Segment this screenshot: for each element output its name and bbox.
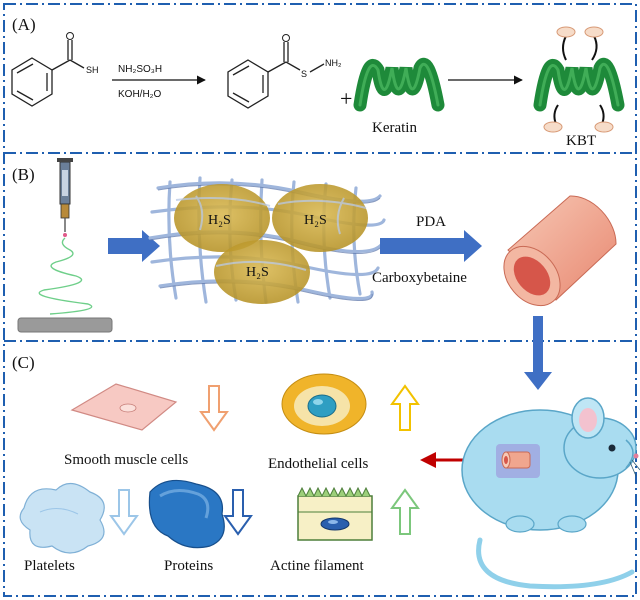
kbt-structure	[533, 26, 625, 133]
electrospun-jet	[38, 237, 93, 315]
proteins-down-arrow-icon	[223, 489, 253, 536]
reagent-top: NH₂SO₃H	[118, 64, 162, 75]
h2s-blob-3	[214, 240, 310, 304]
h2s-label-1: H₂S	[208, 213, 231, 228]
keratin-label: Keratin	[372, 120, 417, 136]
arrow-to-mouse	[524, 316, 552, 390]
arrow-to-scaffold	[108, 230, 160, 262]
endothelial-cell-icon	[281, 373, 367, 435]
panel-a: (A) SH NH₂SO₃H KOH/H₂O	[11, 15, 625, 149]
panel-a-label: (A)	[12, 15, 36, 34]
panel-b-label: (B)	[12, 165, 35, 184]
smooth-muscle-cell-icon	[70, 383, 178, 431]
panel-c-label: (C)	[12, 353, 35, 372]
endothelial-up-arrow-icon	[390, 384, 420, 431]
reagent-bottom: KOH/H₂O	[118, 89, 162, 100]
arrow-to-vessel	[380, 230, 482, 262]
panel-borders	[3, 3, 637, 597]
h2s-label-2: H₂S	[304, 213, 327, 228]
scaffold-overlay	[175, 195, 367, 271]
vessel-graft	[503, 195, 617, 307]
endothelial-label: Endothelial cells	[268, 456, 369, 472]
actine-filament-icon	[297, 486, 373, 541]
panel-c: (C) Smooth muscle cells Endothelial cell…	[12, 353, 640, 590]
actine-label: Actine filament	[270, 558, 365, 574]
reactant-sh-group: SH	[86, 65, 99, 75]
keratin-helix	[353, 57, 445, 112]
product-s-atom: S	[301, 69, 307, 79]
smooth-muscle-label: Smooth muscle cells	[64, 452, 188, 468]
panel-b: (B)	[12, 158, 617, 390]
actine-up-arrow-icon	[390, 488, 420, 535]
plus-sign: +	[340, 86, 352, 111]
h2s-label-3: H₂S	[246, 265, 269, 280]
platelets-icon	[19, 482, 105, 554]
thiobenzoic-acid-structure	[11, 32, 85, 107]
platelets-label: Platelets	[24, 558, 75, 574]
implanted-graft-icon	[501, 451, 531, 469]
mouse-icon	[461, 397, 640, 590]
platelets-down-arrow-icon	[109, 489, 139, 536]
syringe-icon	[57, 158, 73, 237]
kbt-label: KBT	[566, 133, 596, 149]
product-nh2-group: NH₂	[325, 58, 342, 68]
proteins-icon	[148, 479, 225, 549]
smooth-muscle-down-arrow-icon	[199, 385, 229, 432]
collector-plate	[17, 317, 113, 333]
outer-border	[3, 3, 637, 597]
step-label-pda: PDA	[416, 214, 446, 230]
product-structure	[227, 34, 325, 109]
step-label-carboxybetaine: Carboxybetaine	[372, 270, 467, 286]
proteins-label: Proteins	[164, 558, 213, 574]
